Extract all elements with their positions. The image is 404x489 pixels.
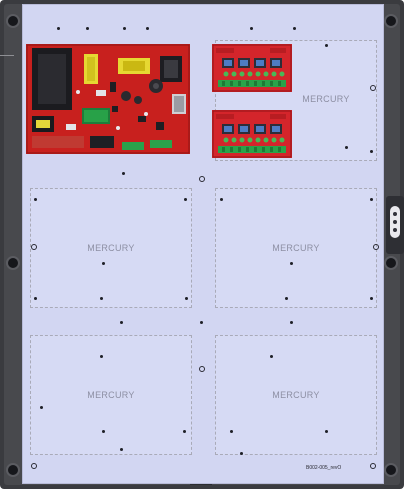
mounting-hole: [31, 463, 37, 469]
mounting-hole: [199, 366, 205, 372]
mounting-hole: [325, 430, 328, 433]
mounting-hole: [370, 463, 376, 469]
mounting-hole: [200, 321, 203, 324]
mounting-hole: [122, 172, 125, 175]
relay-board-graphic: [212, 44, 292, 92]
mounting-hole: [370, 297, 373, 300]
mounting-hole: [373, 244, 379, 250]
mounting-hole: [57, 27, 60, 30]
zone-label: MERCURY: [272, 390, 320, 400]
mercury-zone-bottom-left[interactable]: MERCURY: [30, 335, 192, 455]
mounting-hole: [345, 146, 348, 149]
mounting-hole: [325, 44, 328, 47]
mounting-hole: [34, 297, 37, 300]
lock-dot: [393, 220, 397, 224]
mounting-hole: [293, 27, 296, 30]
mounting-hole: [184, 198, 187, 201]
mounting-hole: [86, 27, 89, 30]
zone-label: MERCURY: [272, 243, 320, 253]
mounting-hole: [120, 321, 123, 324]
corner-mount-hole: [6, 14, 20, 28]
power-supply-graphic: [26, 44, 190, 154]
corner-mount-hole: [384, 256, 398, 270]
mounting-hole: [100, 297, 103, 300]
mounting-hole: [370, 85, 376, 91]
mounting-hole: [370, 150, 373, 153]
corner-mount-hole: [384, 463, 398, 477]
relay-board-1[interactable]: [212, 44, 292, 92]
mounting-hole: [270, 355, 273, 358]
mercury-zone-mid-left[interactable]: MERCURY: [30, 188, 192, 308]
corner-mount-hole: [384, 14, 398, 28]
mounting-hole: [100, 355, 103, 358]
drawing-id: B002-005_revO: [306, 465, 342, 471]
mounting-hole: [183, 430, 186, 433]
mounting-hole: [31, 244, 37, 250]
side-marker: [0, 55, 14, 56]
zone-label: MERCURY: [87, 390, 135, 400]
lock-dot: [393, 228, 397, 232]
zone-label: MERCURY: [302, 94, 350, 104]
mounting-hole: [120, 448, 123, 451]
mounting-hole: [240, 452, 243, 455]
mounting-hole: [220, 198, 223, 201]
mercury-zone-bottom-right[interactable]: MERCURY: [215, 335, 377, 455]
zone-label: MERCURY: [87, 243, 135, 253]
mounting-hole: [290, 321, 293, 324]
door-lock[interactable]: [386, 196, 404, 254]
mounting-hole: [250, 27, 253, 30]
relay-board-2[interactable]: [212, 110, 292, 158]
mounting-hole: [199, 176, 205, 182]
mounting-hole: [102, 262, 105, 265]
mounting-hole: [146, 27, 149, 30]
mounting-hole: [370, 198, 373, 201]
mounting-hole: [230, 430, 233, 433]
power-supply-board[interactable]: [26, 44, 190, 154]
mercury-zone-mid-right[interactable]: MERCURY: [215, 188, 377, 308]
lock-dot: [393, 212, 397, 216]
mounting-hole: [285, 297, 288, 300]
mounting-hole: [40, 406, 43, 409]
mounting-hole: [123, 27, 126, 30]
mounting-hole: [185, 297, 188, 300]
mounting-hole: [102, 430, 105, 433]
mounting-hole: [34, 198, 37, 201]
corner-mount-hole: [6, 256, 20, 270]
lock-slot: [390, 206, 400, 238]
corner-mount-hole: [6, 463, 20, 477]
mounting-hole: [290, 262, 293, 265]
relay-board-graphic: [212, 110, 292, 158]
